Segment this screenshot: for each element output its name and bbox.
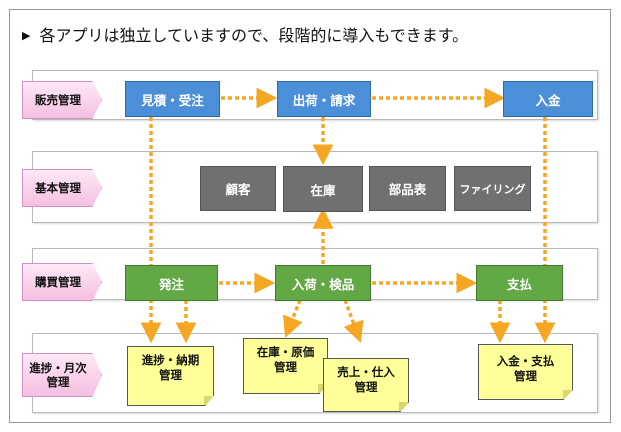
box-shipping-billing: 出荷・請求 [277,81,371,117]
box-customer: 顧客 [200,166,276,211]
box-arrival-inspection-label: 入荷・検品 [291,276,355,292]
row-label-sales-text: 販売管理 [35,93,81,107]
bullet-triangle-icon: ▶ [22,29,31,42]
heading-text: 各アプリは独立していますので、段階的に導入もできます。 [39,26,469,45]
row-label-progress-line2: 管理 [46,375,70,389]
box-purchase-order: 発注 [125,265,218,301]
note-fold [563,390,572,399]
box-payment-label: 支払 [506,276,532,292]
arrow-arrival-to-stock-cost [283,299,303,338]
row-label-progress-text: 進捗・月次管理 [29,361,87,389]
arrow-arrival-to-sales-purchase [343,299,364,343]
note-sales-purchase-line1: 売上・仕入 [337,365,395,379]
row-label-purchase: 購買管理 [22,263,102,301]
note-receipt-payment-line2: 管理 [514,369,537,383]
note-sales-purchase: 売上・仕入 管理 [323,358,409,412]
heading: ▶ 各アプリは独立していますので、段階的に導入もできます。 [22,22,468,46]
box-purchase-order-label: 発注 [158,276,184,292]
note-progress-delivery-line1: 進捗・納期 [141,353,200,367]
note-fold [204,396,213,405]
box-arrival-inspection: 入荷・検品 [275,265,371,301]
row-label-sales: 販売管理 [22,81,102,119]
row-label-purchase-text: 購買管理 [35,275,81,289]
box-shipping-billing-label: 出荷・請求 [292,92,356,108]
box-estimate-order: 見積・受注 [125,81,220,117]
note-receipt-payment: 入金・支払 管理 [478,344,573,400]
note-receipt-payment-line1: 入金・支払 [496,354,555,368]
row-label-progress-line1: 進捗・月次 [29,361,87,375]
note-stock-cost-line2: 管理 [274,360,297,374]
box-bom-label: 部品表 [388,182,427,197]
box-receipt: 入金 [503,81,593,117]
box-estimate-order-label: 見積・受注 [141,92,204,108]
box-customer-label: 顧客 [225,182,251,197]
note-progress-delivery: 進捗・納期 管理 [127,346,214,406]
box-filing-label: ファイリング [459,182,526,196]
box-payment: 支払 [476,265,563,301]
box-bom: 部品表 [369,166,446,211]
note-stock-cost: 在庫・原価 管理 [243,338,328,394]
box-filing: ファイリング [454,166,531,211]
note-progress-delivery-line2: 管理 [159,368,182,382]
note-sales-purchase-line2: 管理 [354,380,378,394]
note-fold [399,402,408,411]
row-label-progress: 進捗・月次管理 [22,353,102,397]
box-inventory: 在庫 [283,166,363,212]
note-fold [318,384,327,393]
row-label-basic: 基本管理 [22,169,102,207]
box-inventory-label: 在庫 [310,182,336,198]
box-receipt-label: 入金 [535,92,561,108]
row-label-basic-text: 基本管理 [35,181,81,195]
note-stock-cost-line1: 在庫・原価 [256,345,315,359]
